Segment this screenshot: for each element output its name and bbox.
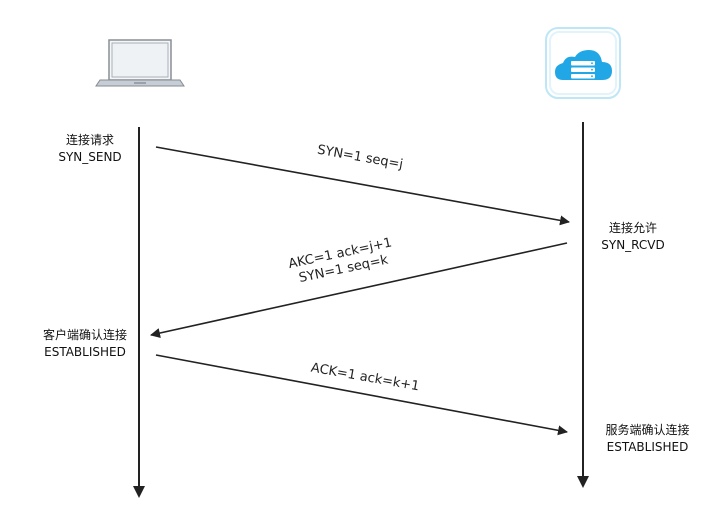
- laptop-icon: [95, 39, 185, 87]
- server-state-code: SYN_RCVD: [601, 238, 665, 252]
- server-state-title: 连接允许: [608, 221, 657, 235]
- client-state-code: ESTABLISHED: [44, 345, 126, 359]
- syn-arrow: [155, 146, 570, 226]
- server-state-title: 服务端确认连接: [605, 423, 690, 437]
- client-state-title: 客户端确认连接: [42, 328, 127, 342]
- ack-arrow: [155, 354, 568, 436]
- server-state-established: 服务端确认连接 ESTABLISHED: [585, 422, 710, 456]
- server-lifeline-arrow: [577, 476, 589, 488]
- server-state-syn-rcvd: 连接允许 SYN_RCVD: [583, 220, 683, 254]
- cloud-server-icon: [545, 27, 621, 99]
- client-lifeline-arrow: [133, 486, 145, 498]
- server-state-code: ESTABLISHED: [606, 440, 689, 454]
- syn-ack-arrow: [150, 242, 568, 338]
- client-state-established: 客户端确认连接 ESTABLISHED: [25, 327, 145, 361]
- client-state-syn-send: 连接请求 SYN_SEND: [40, 132, 140, 166]
- client-state-title: 连接请求: [65, 133, 114, 147]
- client-state-code: SYN_SEND: [58, 150, 122, 164]
